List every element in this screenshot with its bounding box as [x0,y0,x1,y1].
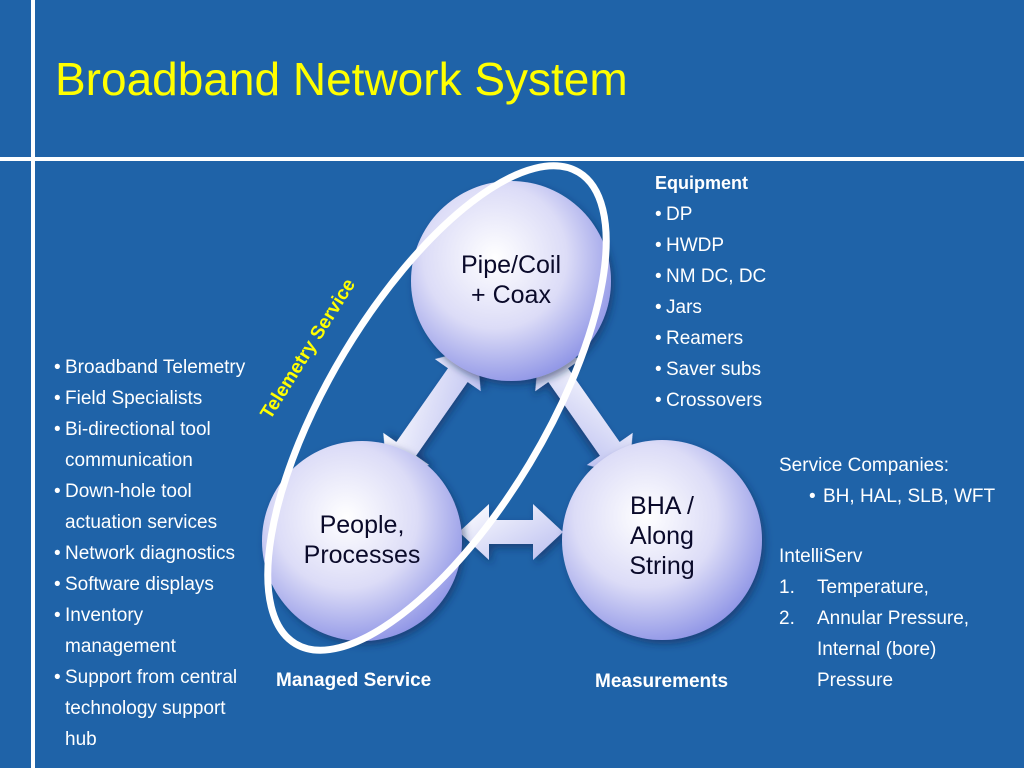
equipment-heading: Equipment [655,173,748,193]
list-item: Support from central technology support … [54,662,260,755]
arrow-top-right [535,348,633,476]
node-bha-along-string [562,440,762,640]
list-item: Down-hole tool actuation services [54,476,245,538]
intelliserv-block: IntelliServ 1. Temperature, 2. Annular P… [779,541,1009,696]
arrow-top-left [383,348,481,476]
list-item: 2. Annular Pressure, Internal (bore) Pre… [779,603,992,696]
service-companies-block: Service Companies: BH, HAL, SLB, WFT [779,450,1019,512]
list-item: HWDP [655,230,835,261]
node-label-line: Along [630,522,694,550]
vertical-divider [31,0,35,768]
list-item: Saver subs [655,354,835,385]
list-item: BH, HAL, SLB, WFT [809,481,1019,512]
measurements-caption: Measurements [595,671,729,692]
list-number: 2. [779,608,795,629]
node-label-line: + Coax [471,281,551,309]
telemetry-service-ellipse [264,162,610,654]
service-companies-heading: Service Companies: [779,455,950,476]
list-text: Annular Pressure, Internal (bore) Pressu… [817,608,970,691]
node-people-processes [262,441,462,641]
list-item: Reamers [655,323,835,354]
list-item: NM DC, DC [655,261,835,292]
page-title: Broadband Network System [55,53,628,105]
list-item: DP [655,199,835,230]
node-label-line: BHA / [630,492,694,520]
list-item: Inventory management [54,600,215,662]
node-label-line: Pipe/Coil [460,251,562,279]
managed-service-caption: Managed Service [276,670,432,691]
telemetry-service-list: Broadband Telemetry Field Specialists Bi… [54,352,269,755]
list-item: Broadband Telemetry [54,352,269,383]
list-text: Temperature, [817,577,929,598]
node-pipe-coil-label: Pipe/Coil + Coax [431,250,591,310]
node-label-line: String [629,552,695,580]
list-item: Crossovers [655,385,835,416]
list-item: Jars [655,292,835,323]
intelliserv-heading: IntelliServ [779,546,863,567]
node-label-line: People, [319,511,405,539]
horizontal-divider [0,157,1024,161]
equipment-block: Equipment DP HWDP NM DC, DC Jars Reamers… [655,168,835,416]
list-item: Network diagnostics [54,538,269,569]
node-bha-along-string-label: BHA / Along String [582,491,742,581]
list-item: Field Specialists [54,383,269,414]
list-item: 1. Temperature, [779,572,1009,603]
list-item: Bi-directional tool communication [54,414,245,476]
list-item: Software displays [54,569,269,600]
node-people-processes-label: People, Processes [282,510,442,570]
arrow-bottom [459,504,563,560]
list-number: 1. [779,577,795,598]
node-pipe-coil [411,181,611,381]
node-label-line: Processes [303,541,421,569]
